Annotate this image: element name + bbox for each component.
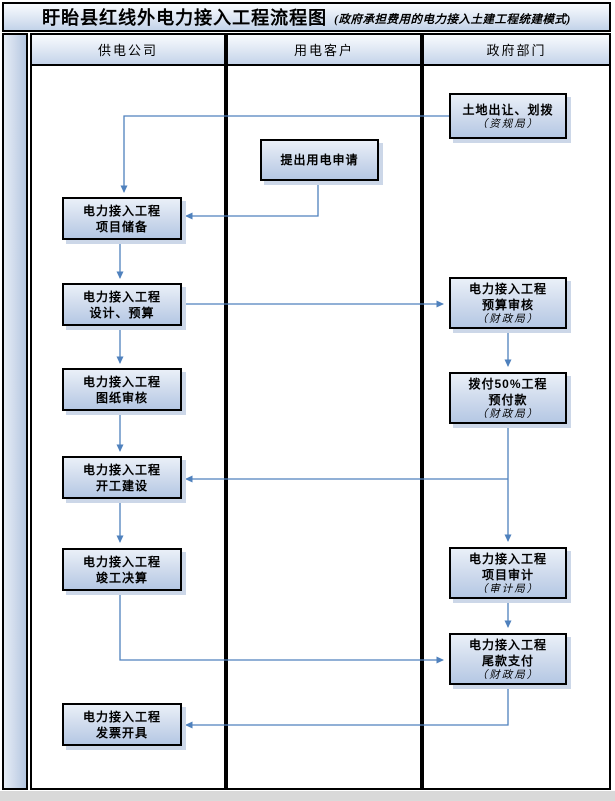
node-label: 电力接入工程 — [82, 203, 161, 218]
node-label: 预付款 — [488, 392, 528, 407]
node-label: 土地出让、划拨 — [462, 102, 554, 117]
node-label: 项目审计 — [481, 567, 534, 582]
node-land-grant: 土地出让、划拨 （资规局） — [449, 93, 567, 139]
node-label: 电力接入工程 — [82, 289, 161, 304]
node-agency-label: （审计局） — [476, 583, 540, 595]
node-project-reserve: 电力接入工程 项目储备 — [62, 197, 182, 240]
node-agency-label: （财政局） — [476, 408, 540, 420]
lane-header-customer: 用电客户 — [228, 35, 420, 66]
node-label: 电力接入工程 — [468, 637, 547, 652]
page-title: 盱眙县红线外电力接入工程流程图 — [42, 8, 328, 28]
node-label: 电力接入工程 — [82, 554, 161, 569]
node-label: 项目储备 — [95, 219, 148, 234]
node-label: 电力接入工程 — [82, 709, 161, 724]
node-label: 电力接入工程 — [82, 374, 161, 389]
title-bar: 盱眙县红线外电力接入工程流程图 (政府承担费用的电力接入土建工程统建模式) — [2, 2, 611, 32]
node-label: 开工建设 — [95, 478, 148, 493]
node-label: 图纸审核 — [95, 390, 148, 405]
node-label: 电力接入工程 — [82, 462, 161, 477]
node-budget-review: 电力接入工程 预算审核 （财政局） — [449, 277, 567, 329]
node-label: 尾款支付 — [481, 653, 534, 668]
node-invoice-issuance: 电力接入工程 发票开具 — [62, 703, 182, 746]
node-label: 竣工决算 — [95, 570, 148, 585]
node-label: 提出用电申请 — [280, 153, 359, 167]
lane-header-supply: 供电公司 — [32, 35, 224, 66]
node-agency-label: （资规局） — [476, 118, 540, 130]
node-design-budget: 电力接入工程 设计、预算 — [62, 283, 182, 326]
node-label: 拨付50%工程 — [468, 376, 548, 391]
lane-supply-company: 供电公司 — [30, 33, 226, 790]
node-label: 设计、预算 — [89, 305, 155, 320]
node-project-audit: 电力接入工程 项目审计 （审计局） — [449, 547, 567, 599]
page-subtitle: (政府承担费用的电力接入土建工程统建模式) — [334, 13, 571, 26]
node-drawing-review: 电力接入工程 图纸审核 — [62, 368, 182, 411]
node-label: 发票开具 — [95, 725, 148, 740]
side-strip — [2, 33, 28, 790]
node-construction-start: 电力接入工程 开工建设 — [62, 456, 182, 499]
lane-header-government: 政府部门 — [424, 35, 609, 66]
node-completion-settlement: 电力接入工程 竣工决算 — [62, 548, 182, 591]
node-final-payment: 电力接入工程 尾款支付 （财政局） — [449, 633, 567, 685]
node-prepayment: 拨付50%工程 预付款 （财政局） — [449, 372, 567, 424]
page-bottom-edge — [0, 791, 615, 801]
node-agency-label: （财政局） — [476, 313, 540, 325]
node-label: 预算审核 — [481, 297, 534, 312]
node-power-application: 提出用电申请 — [260, 139, 379, 181]
node-label: 电力接入工程 — [468, 551, 547, 566]
node-label: 电力接入工程 — [468, 281, 547, 296]
node-agency-label: （财政局） — [476, 669, 540, 681]
